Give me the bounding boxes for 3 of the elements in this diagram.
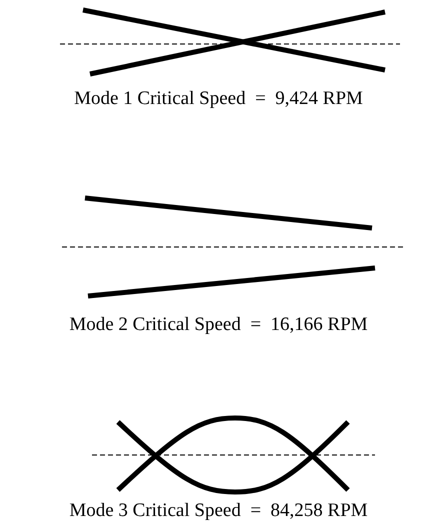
mode-label: Mode 1 Critical Speed = 9,424 RPM <box>74 88 363 110</box>
mode-label: Mode 2 Critical Speed = 16,166 RPM <box>69 314 368 336</box>
mode-label: Mode 3 Critical Speed = 84,258 RPM <box>69 500 368 522</box>
